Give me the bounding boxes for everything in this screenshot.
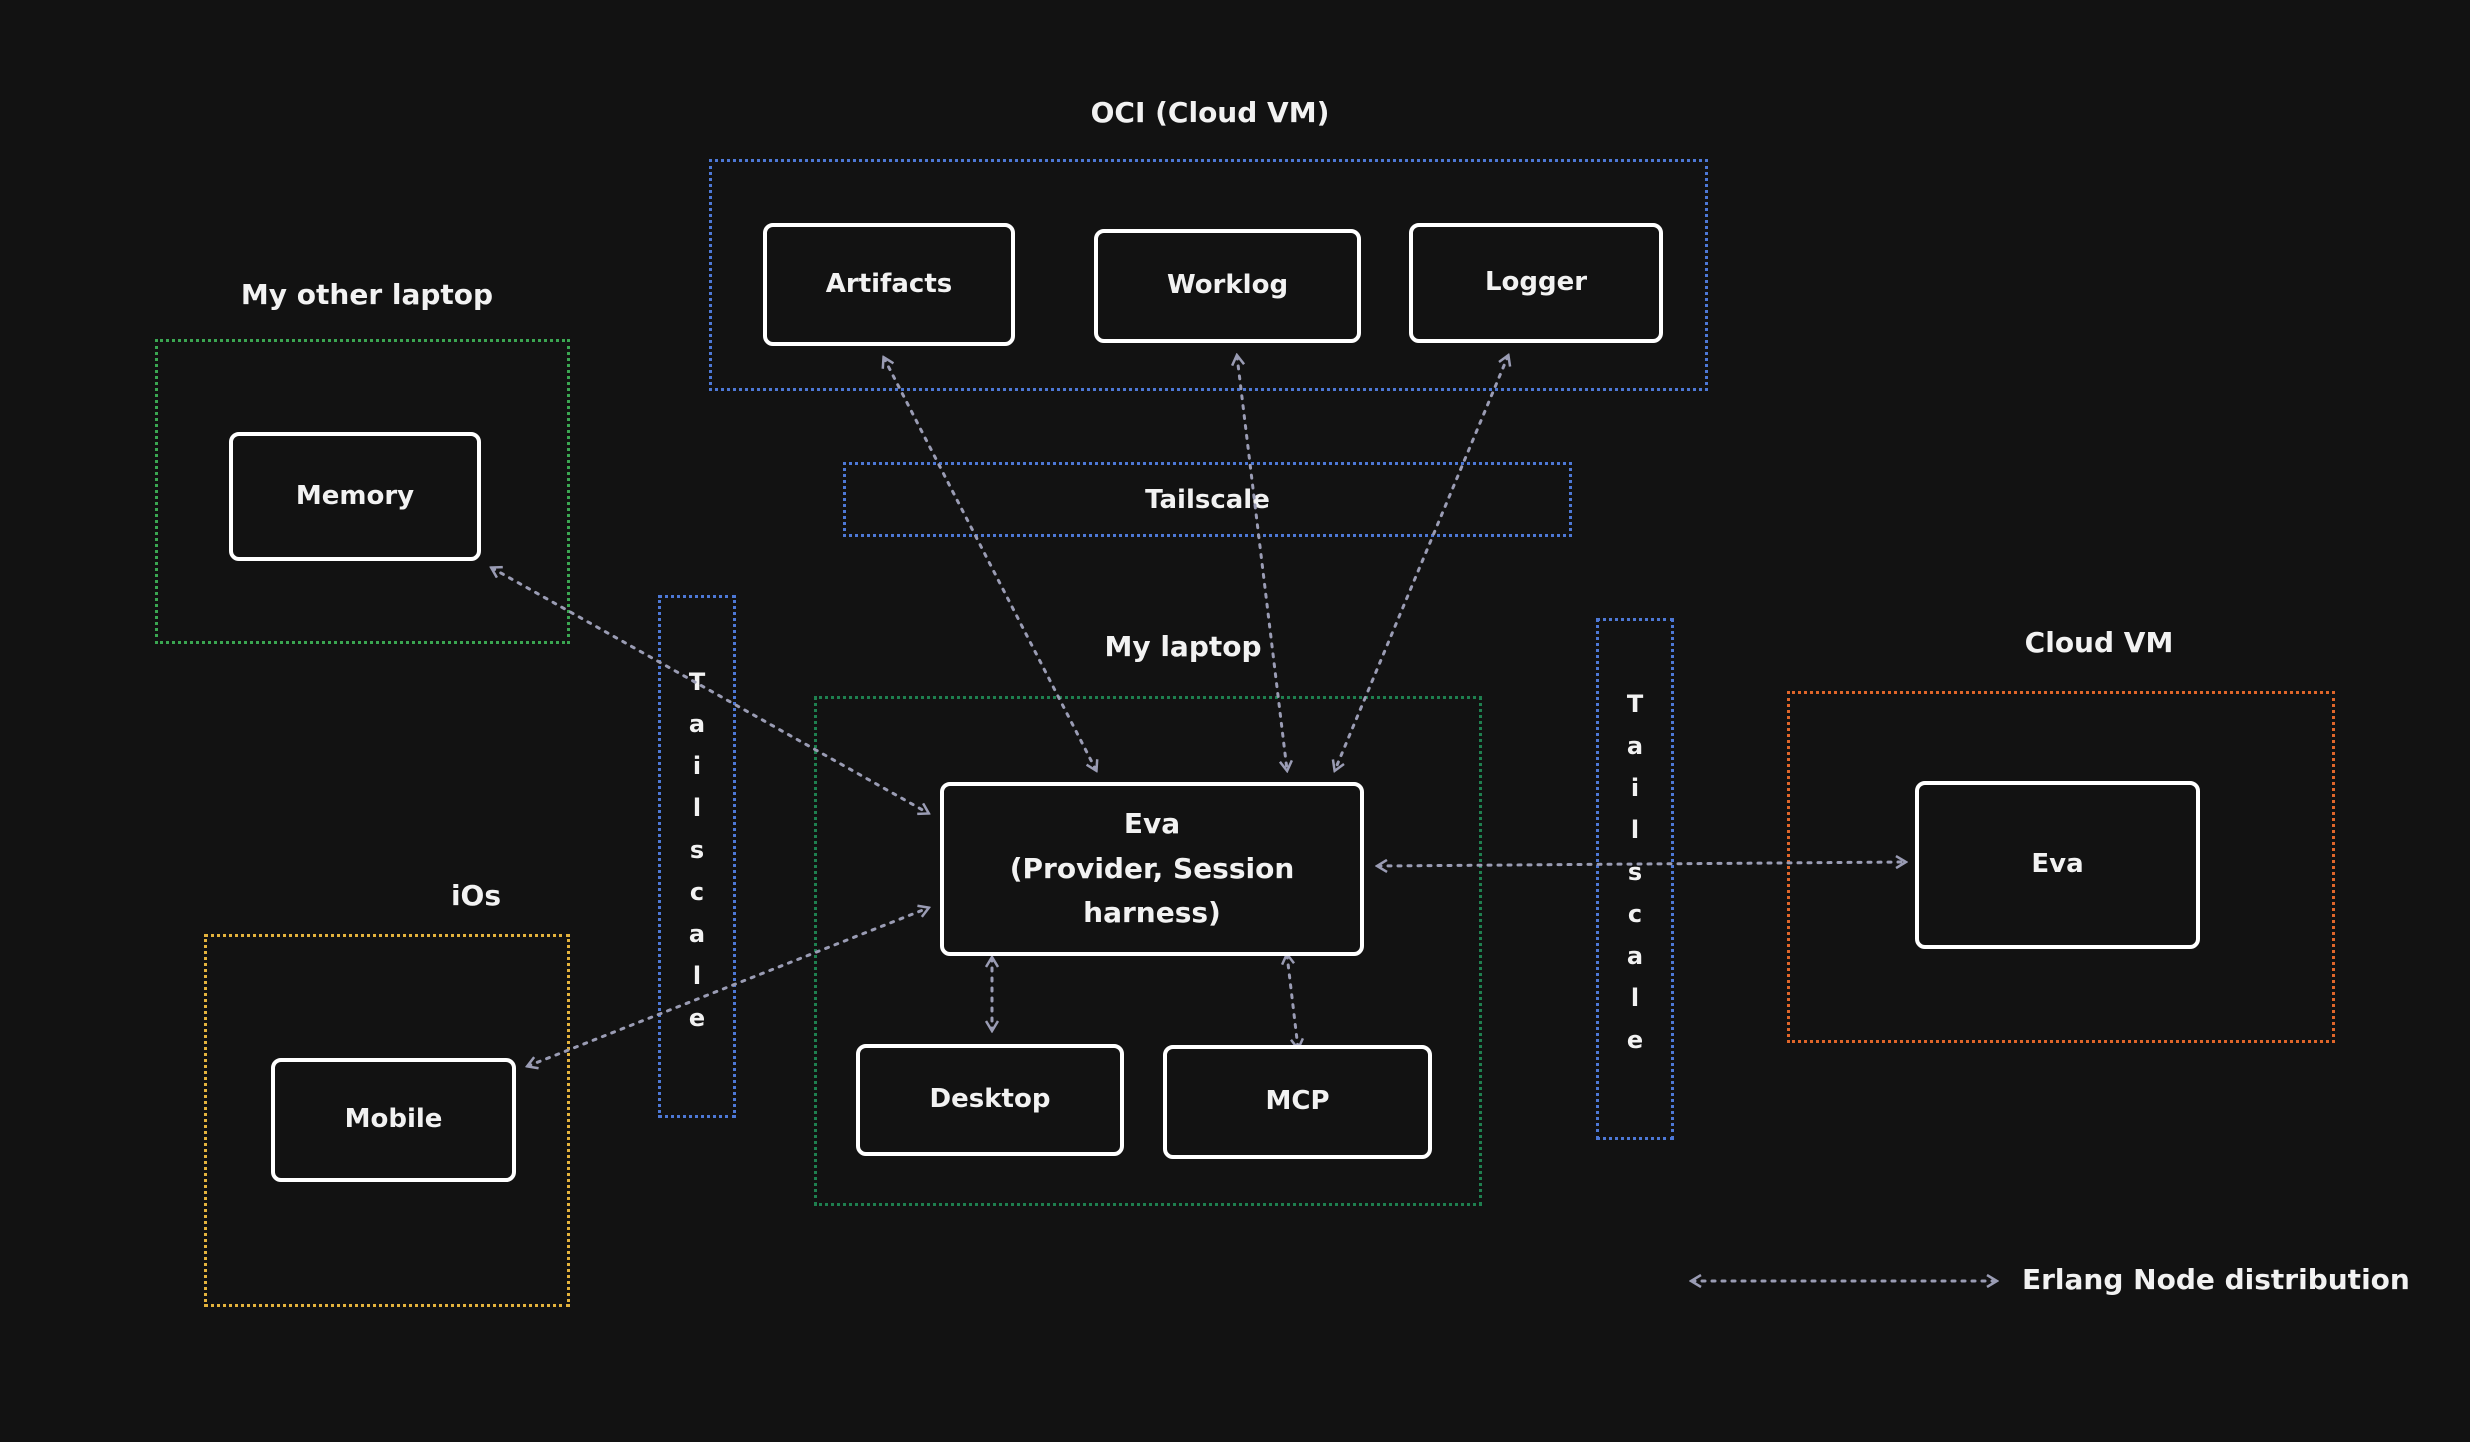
artifacts-node[interactable]: Artifacts [763,223,1015,346]
eva-main-node[interactable]: Eva (Provider, Session harness) [940,782,1364,956]
tailscale-left-label: Tailscale [683,667,711,1046]
other-laptop-group [155,339,570,644]
tailscale-top-label: Tailscale [1145,484,1270,515]
mcp-label: MCP [1265,1086,1330,1117]
eva-cloud-label: Eva [2031,849,2084,880]
oci-group-label: OCI (Cloud VM) [1090,96,1330,129]
cloud-vm-group-label: Cloud VM [2024,626,2174,659]
mobile-label: Mobile [344,1104,443,1135]
oci-group [709,159,1708,391]
tailscale-right-label: Tailscale [1621,690,1649,1068]
ios-group [204,934,570,1307]
eva-main-label: Eva (Provider, Session harness) [1009,806,1295,930]
mcp-node[interactable]: MCP [1163,1045,1432,1159]
legend-label: Erlang Node distribution [2022,1263,2410,1296]
worklog-node[interactable]: Worklog [1094,229,1361,343]
artifacts-label: Artifacts [825,268,953,299]
eva-cloud-node[interactable]: Eva [1915,781,2200,949]
logger-node[interactable]: Logger [1409,223,1663,343]
memory-label: Memory [295,480,415,511]
tailscale-top: Tailscale [843,462,1572,537]
other-laptop-group-label: My other laptop [240,278,494,311]
memory-node[interactable]: Memory [229,432,481,561]
my-laptop-group-label: My laptop [1104,630,1262,663]
ios-group-label: iOs [450,879,502,912]
tailscale-right: Tailscale [1596,618,1674,1140]
logger-label: Logger [1484,267,1588,298]
desktop-label: Desktop [929,1084,1051,1115]
worklog-label: Worklog [1166,270,1289,301]
mobile-node[interactable]: Mobile [271,1058,516,1182]
desktop-node[interactable]: Desktop [856,1044,1124,1156]
tailscale-left: Tailscale [658,595,736,1118]
